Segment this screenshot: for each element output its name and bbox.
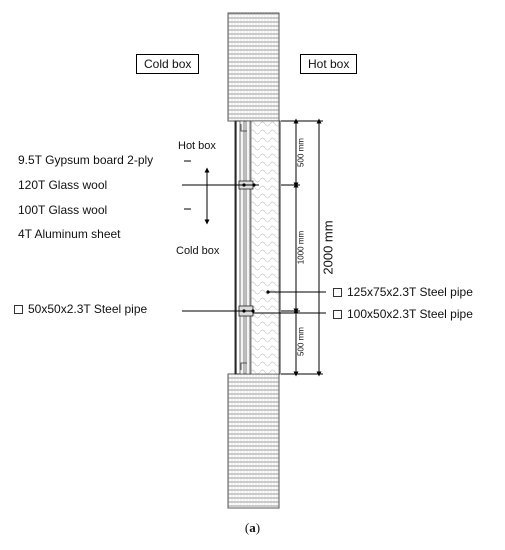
hot-box-label: Hot box xyxy=(300,54,358,74)
figure-caption: (a) xyxy=(244,520,261,535)
square-marker-icon xyxy=(14,305,23,314)
dim-top-text: 500 mm xyxy=(296,138,306,167)
right-upper-pipe-text: 125x75x2.3T Steel pipe xyxy=(347,285,473,299)
layer-label: 100T Glass wool xyxy=(18,203,108,217)
cold-box-label: Cold box xyxy=(136,54,200,74)
wall-specimen xyxy=(234,120,281,375)
layer-label: 120T Glass wool xyxy=(18,178,108,192)
bottom-fitting xyxy=(240,362,247,370)
layer-label: 4T Aluminum sheet xyxy=(18,227,121,241)
top-fitting xyxy=(240,124,247,132)
square-marker-icon xyxy=(333,288,342,297)
upper-frame xyxy=(227,12,280,122)
lower-frame xyxy=(227,373,280,509)
left-pipe-label: 50x50x2.3T Steel pipe xyxy=(14,302,147,316)
right-lower-pipe-text: 100x50x2.3T Steel pipe xyxy=(347,307,473,321)
dim-bottom-text: 500 mm xyxy=(296,327,306,356)
left-pipe-text: 50x50x2.3T Steel pipe xyxy=(28,302,148,316)
dim-middle-text: 1000 mm xyxy=(296,230,306,265)
layer-label: 9.5T Gypsum board 2-ply xyxy=(18,153,154,167)
dimension-lines xyxy=(281,118,323,377)
arrow-cold-box-label: Cold box xyxy=(176,245,220,257)
layer-bracket xyxy=(184,160,191,210)
right-upper-pipe-label: 125x75x2.3T Steel pipe xyxy=(333,285,473,299)
square-marker-icon xyxy=(333,310,342,319)
arrow-hot-box-label: Hot box xyxy=(178,140,216,152)
dim-total-text: 2000 mm xyxy=(320,220,336,275)
right-lower-pipe-label: 100x50x2.3T Steel pipe xyxy=(333,307,473,321)
